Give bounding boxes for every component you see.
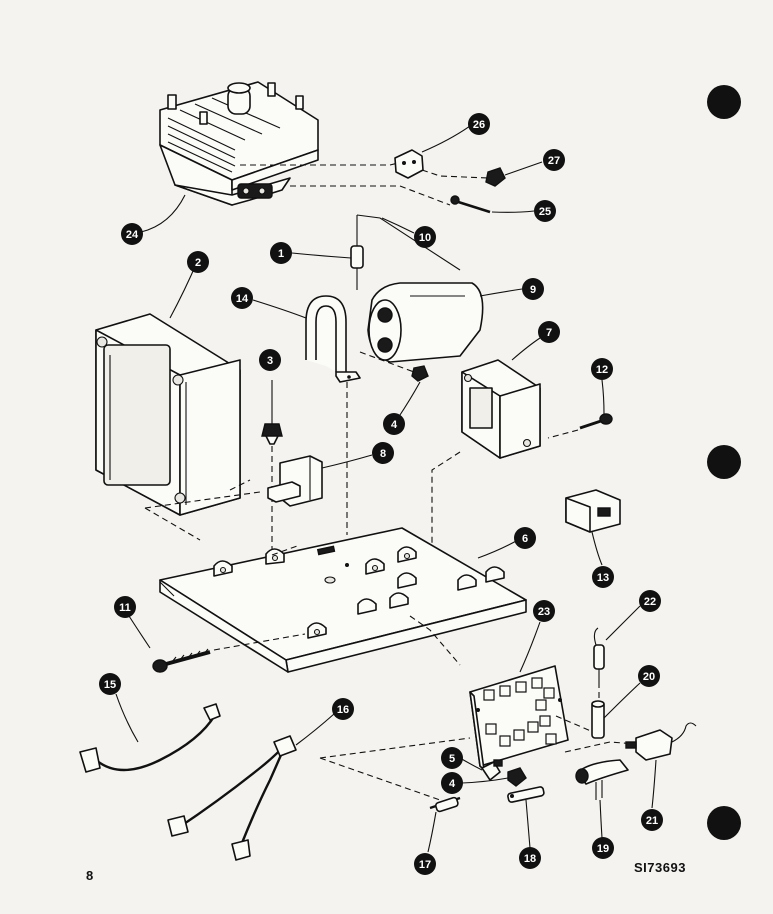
svg-text:17: 17 [419, 859, 431, 871]
callout-6: 6 [514, 527, 536, 549]
callout-15: 15 [99, 673, 121, 695]
callout-27: 27 [543, 149, 565, 171]
base-plate-part [159, 527, 527, 673]
svg-text:6: 6 [522, 533, 528, 545]
svg-text:12: 12 [596, 364, 608, 376]
callout-8: 8 [372, 442, 394, 464]
high-voltage-capacitor-part [367, 282, 484, 363]
svg-text:15: 15 [104, 679, 116, 691]
callout-1: 1 [270, 242, 292, 264]
callout-13: 13 [592, 566, 614, 588]
svg-text:19: 19 [597, 843, 609, 855]
callout-7: 7 [538, 321, 560, 343]
terminal-block-part [565, 489, 621, 533]
svg-text:14: 14 [236, 293, 249, 305]
pin-part-25 [450, 195, 491, 214]
thermal-cutout-part [394, 149, 424, 179]
callout-22: 22 [639, 590, 661, 612]
callout-5: 5 [441, 747, 463, 769]
callout-18: 18 [519, 847, 541, 869]
callout-20: 20 [638, 665, 660, 687]
clip-part-5 [481, 759, 503, 781]
drawing-code: SI73693 [634, 860, 686, 875]
high-voltage-transformer-part [95, 313, 241, 516]
callout-11: 11 [114, 596, 136, 618]
svg-text:21: 21 [646, 815, 658, 827]
svg-text:26: 26 [473, 119, 485, 131]
svg-text:25: 25 [539, 206, 551, 218]
svg-text:18: 18 [524, 853, 536, 865]
binder-hole-top [707, 85, 741, 119]
callout-4-lower: 4 [441, 772, 463, 794]
callout-14: 14 [231, 287, 253, 309]
screw-part-4-upper [411, 365, 429, 382]
svg-text:7: 7 [546, 327, 552, 339]
svg-text:22: 22 [644, 596, 656, 608]
wire-harness-15 [79, 703, 221, 773]
choke-coil-part [461, 359, 541, 459]
callout-16: 16 [332, 698, 354, 720]
svg-text:16: 16 [337, 704, 349, 716]
svg-text:27: 27 [548, 155, 560, 167]
control-circuit-board-part [469, 665, 569, 771]
svg-text:5: 5 [449, 753, 455, 765]
callout-12: 12 [591, 358, 613, 380]
svg-text:4: 4 [449, 778, 456, 790]
magnetron-part [159, 81, 319, 206]
connector-part-19 [575, 759, 629, 800]
callout-21: 21 [641, 809, 663, 831]
fuse-holder-part [591, 700, 605, 739]
svg-text:9: 9 [530, 284, 536, 296]
capacitor-band-part [305, 295, 361, 383]
callout-23: 23 [533, 600, 555, 622]
connector-part-18 [507, 786, 545, 803]
binder-hole-middle [707, 445, 741, 479]
callout-4-upper: 4 [383, 413, 405, 435]
callout-2: 2 [187, 251, 209, 273]
callout-10: 10 [414, 226, 436, 248]
callout-26: 26 [468, 113, 490, 135]
callout-9: 9 [522, 278, 544, 300]
svg-text:24: 24 [126, 229, 139, 241]
noise-filter-part [267, 455, 323, 507]
monitor-switch-part [625, 722, 697, 761]
screw-part-12 [579, 413, 613, 430]
connector-part-17 [429, 796, 461, 813]
svg-text:8: 8 [380, 448, 386, 460]
diode-part [350, 214, 461, 290]
binder-hole-bottom [707, 806, 741, 840]
svg-text:10: 10 [419, 232, 431, 244]
wire-harness-16 [167, 735, 297, 861]
svg-text:20: 20 [643, 671, 655, 683]
callout-17: 17 [414, 853, 436, 875]
screw-part-3 [261, 380, 283, 445]
callout-24: 24 [121, 223, 143, 245]
svg-text:4: 4 [391, 419, 398, 431]
callout-3: 3 [259, 349, 281, 371]
callout-25: 25 [534, 200, 556, 222]
screw-part-4-lower [507, 767, 527, 787]
page-number: 8 [86, 868, 94, 883]
svg-text:3: 3 [267, 355, 273, 367]
svg-text:1: 1 [278, 248, 284, 260]
screw-part-11 [152, 648, 211, 673]
fuse-part [593, 627, 605, 682]
svg-text:2: 2 [195, 257, 201, 269]
svg-text:11: 11 [119, 602, 131, 614]
callout-19: 19 [592, 837, 614, 859]
svg-text:13: 13 [597, 572, 609, 584]
screw-part-27 [485, 167, 506, 187]
svg-text:23: 23 [538, 606, 550, 618]
